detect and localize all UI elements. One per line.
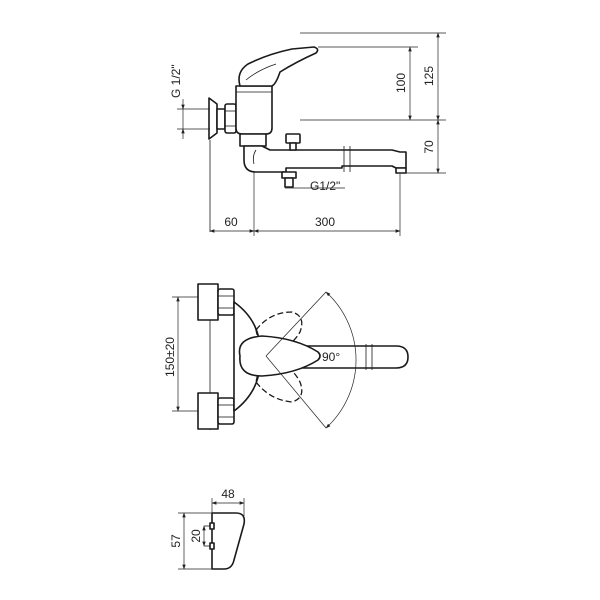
detail-view: 48 57 20: [169, 487, 246, 570]
rotation-angle: 90°: [322, 350, 340, 364]
dim-height-total: 125: [422, 66, 436, 86]
top-view: 90° 150±20: [163, 283, 409, 430]
lower-hole: [209, 542, 215, 550]
spout: [243, 145, 407, 173]
dim-inlet-spacing: 150±20: [163, 337, 177, 377]
dim-spout-height: 70: [422, 140, 436, 154]
lower-inlet-nut: [217, 397, 235, 425]
rotation-arc: [325, 291, 357, 429]
dim-height-body: 100: [394, 73, 408, 93]
dim-width: 48: [221, 487, 235, 501]
dim-wall-offset: 60: [224, 215, 238, 229]
diverter-knob[interactable]: [285, 133, 301, 144]
escutcheon-profile: [211, 512, 246, 570]
top-lever-handle[interactable]: [238, 335, 321, 377]
upper-hole: [209, 522, 215, 530]
wall-flange: [208, 97, 218, 140]
shower-outlet-nut: [281, 171, 297, 179]
dim-spout-length: 300: [315, 215, 335, 229]
diverter-stem: [289, 142, 297, 151]
lower-inlet-flange: [197, 392, 219, 430]
thread-label: G 1/2": [169, 64, 183, 98]
upper-inlet-nut: [217, 288, 235, 316]
side-view: G 1/2" 100 125 70 G1/2" 60 300: [169, 32, 446, 236]
outlet-thread-label: G1/2": [310, 179, 340, 193]
lower-body: [239, 133, 267, 147]
mixer-body: [235, 85, 273, 135]
upper-inlet-flange: [197, 283, 219, 321]
shower-outlet-thread: [284, 177, 294, 188]
aerator: [395, 167, 407, 174]
eccentric-connector: [216, 108, 226, 130]
connector-nut: [224, 103, 237, 134]
dim-hole-spacing: 20: [189, 529, 203, 543]
lever-handle[interactable]: [238, 46, 319, 87]
dim-height: 57: [169, 534, 183, 548]
